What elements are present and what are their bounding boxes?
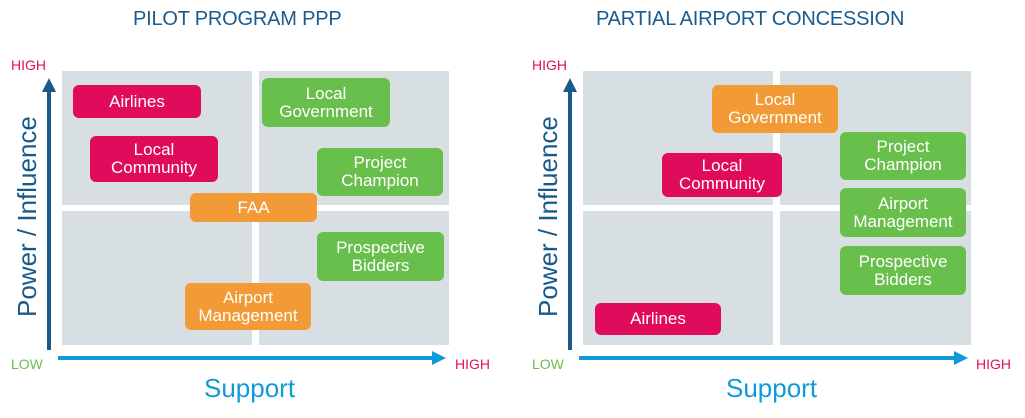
x-axis-line (579, 356, 956, 360)
x-axis-arrow-icon (954, 351, 968, 365)
stakeholder-airlines: Airlines (595, 303, 721, 335)
stakeholder-project-champion: Project Champion (317, 148, 443, 196)
y-axis-high-label: HIGH (11, 57, 46, 73)
stakeholder-faa: FAA (190, 193, 317, 222)
stakeholder-airport-management: Airport Management (840, 188, 966, 237)
stakeholder-local-community: Local Community (662, 153, 782, 197)
x-axis-title: Support (204, 373, 296, 403)
x-axis-title: Support (726, 373, 818, 403)
stakeholder-airlines: Airlines (73, 85, 201, 118)
stakeholder-airport-management: Airport Management (185, 283, 311, 330)
stakeholder-prospective-bidders: Prospective Bidders (840, 246, 966, 295)
y-axis-title: Power / Influence (533, 116, 563, 317)
y-axis-line (568, 90, 572, 350)
stakeholder-local-government: Local Government (262, 78, 390, 127)
stakeholder-local-government: Local Government (712, 85, 838, 133)
x-axis-low-label: LOW (11, 356, 43, 372)
x-axis-arrow-icon (432, 351, 446, 365)
stakeholder-project-champion: Project Champion (840, 132, 966, 180)
y-axis-arrow-icon (42, 78, 56, 92)
x-axis-high-label: HIGH (976, 356, 1011, 372)
y-axis-arrow-icon (563, 78, 577, 92)
panel-title: PILOT PROGRAM PPP (133, 8, 342, 30)
y-axis-line (47, 90, 51, 350)
panel-pilot-program: PILOT PROGRAM PPP HIGH Power / Influence… (0, 0, 510, 418)
x-axis-low-label: LOW (532, 356, 564, 372)
x-axis-line (58, 356, 434, 360)
stakeholder-local-community: Local Community (90, 136, 218, 182)
stakeholder-prospective-bidders: Prospective Bidders (317, 232, 444, 281)
panel-title: PARTIAL AIRPORT CONCESSION (596, 8, 905, 30)
x-axis-high-label: HIGH (455, 356, 490, 372)
y-axis-high-label: HIGH (532, 57, 567, 73)
